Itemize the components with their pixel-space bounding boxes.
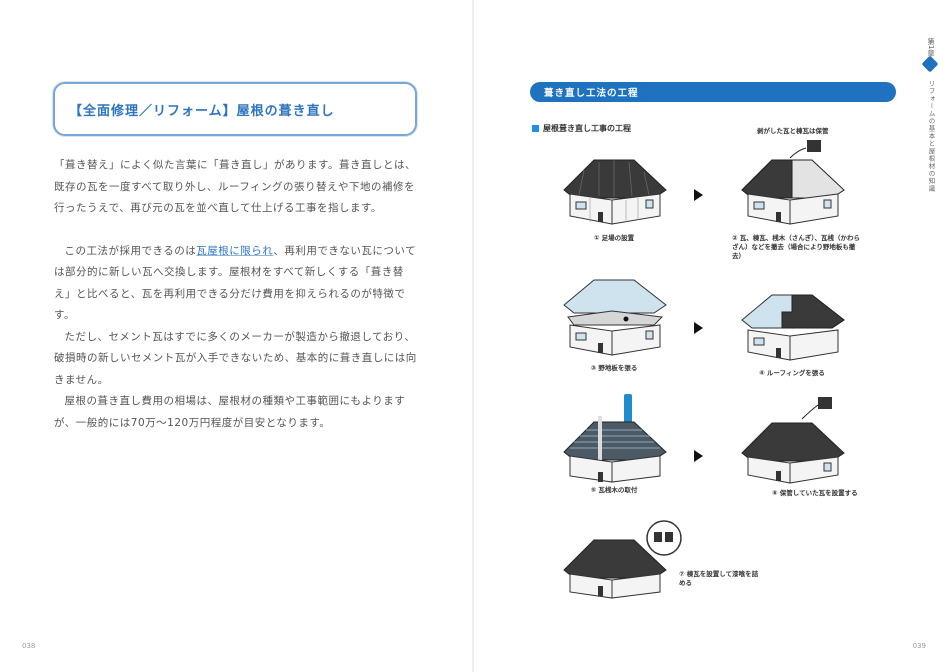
step-7 (554, 518, 684, 600)
chapter-label: 第1章 (927, 38, 935, 57)
house-scaffold-icon (563, 159, 667, 225)
square-bullet-icon (532, 125, 539, 132)
step-4: ④ ルーフィングを張る (732, 290, 852, 378)
right-page: 葺き直し工法の工程 屋根葺き直し工事の工程 剥がした瓦と棟瓦は保管 第1章 リフ… (474, 0, 948, 672)
house-ridge-icon (563, 520, 682, 599)
step-2: ② 瓦、棟瓦、桟木（さんぎ）、瓦桟（かわらざん）などを撤去（場合により野地板も撤… (732, 140, 862, 261)
step-1: ① 足場の設置 (554, 150, 674, 243)
step-1-caption: 足場の設置 (601, 234, 635, 242)
paragraph-1: 「葺き替え」によく似た言葉に「葺き直し」があります。葺き直しとは、既存の瓦を一度… (54, 159, 416, 214)
house-tiles-removed-icon (741, 140, 845, 225)
step-3-caption: 野地板を張る (598, 364, 638, 372)
step-4-caption: ルーフィングを張る (766, 369, 825, 377)
diagram-subheading: 屋根葺き直し工事の工程 (532, 123, 631, 134)
paragraph-2: この工法が採用できるのは瓦屋根に限られ、再利用できない瓦については部分的に新しい… (54, 244, 417, 322)
chapter-side-tab: 第1章 リフォームの基本と屋根材の知識 (920, 38, 942, 208)
highlight-text: 瓦屋根に限られ (196, 244, 274, 257)
stored-tiles-note: 剥がした瓦と棟瓦は保管 (757, 127, 829, 135)
step-6-caption: 保管していた瓦を設置する (779, 489, 858, 497)
paragraph-3: ただし、セメント瓦はすでに多くのメーカーが製造から撤退しており、破損時の新しいセ… (54, 330, 417, 386)
step-6: ⑥ 保管していた瓦を設置する (732, 395, 862, 498)
section-title: 【全面修理／リフォーム】屋根の葺き直し (69, 103, 335, 119)
house-retiled-icon (741, 397, 845, 484)
step-5: ⑤ 瓦桟木の取付 (554, 392, 674, 495)
step-3: ③ 野地板を張る (554, 275, 674, 373)
section-title-box: 【全面修理／リフォーム】屋根の葺き直し (53, 82, 417, 136)
page-number-left: 038 (22, 642, 36, 650)
house-sheathing-icon (563, 279, 667, 356)
next-arrow-icon (694, 450, 703, 462)
next-arrow-icon (694, 322, 703, 334)
chapter-badge-icon (921, 55, 939, 73)
left-page: 【全面修理／リフォーム】屋根の葺き直し 「葺き替え」によく似た言葉に「葺き直し」… (22, 82, 420, 650)
step-5-caption: 瓦桟木の取付 (598, 486, 638, 494)
next-arrow-icon (694, 189, 703, 201)
body-text: 「葺き替え」によく似た言葉に「葺き直し」があります。葺き直しとは、既存の瓦を一度… (54, 155, 420, 434)
chapter-title: リフォームの基本と屋根材の知識 (927, 80, 935, 193)
step-2-caption: 瓦、棟瓦、桟木（さんぎ）、瓦桟（かわらざん）などを撤去（場合により野地板も撤去） (732, 234, 861, 260)
step-7-caption: 棟瓦を設置して漆喰を詰める (679, 570, 759, 587)
section-banner: 葺き直し工法の工程 (530, 82, 896, 102)
page-number-right: 039 (912, 642, 926, 650)
paragraph-4: 屋根の葺き直し費用の相場は、屋根材の種類や工事範囲にもよりますが、一般的には70… (54, 395, 406, 429)
house-battens-icon (563, 394, 667, 483)
house-roofing-icon (741, 294, 845, 361)
